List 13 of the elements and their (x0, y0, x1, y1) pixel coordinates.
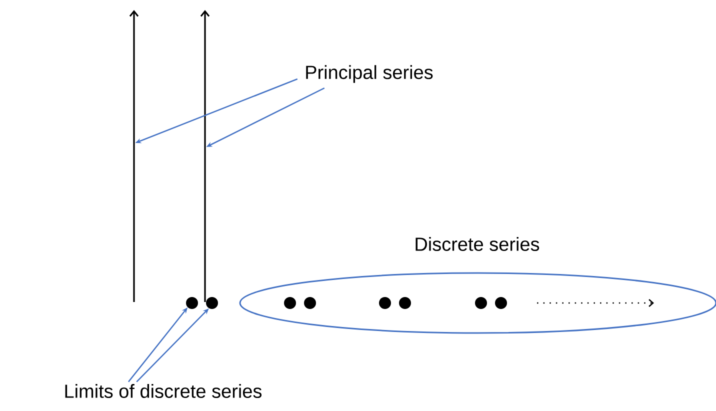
ellipse-heading: Discrete series (416, 237, 540, 251)
label-text: Limits of discrete series (65, 384, 262, 398)
vertical-arrow (200, 10, 210, 302)
vertical-arrow (129, 10, 139, 302)
label-text: Principal series (306, 65, 433, 83)
dot (495, 297, 507, 309)
dot (379, 297, 391, 309)
dot (284, 297, 296, 309)
dot (206, 297, 218, 309)
dot (186, 297, 198, 309)
dot (475, 297, 487, 309)
dot (304, 297, 316, 309)
dot (399, 297, 411, 309)
